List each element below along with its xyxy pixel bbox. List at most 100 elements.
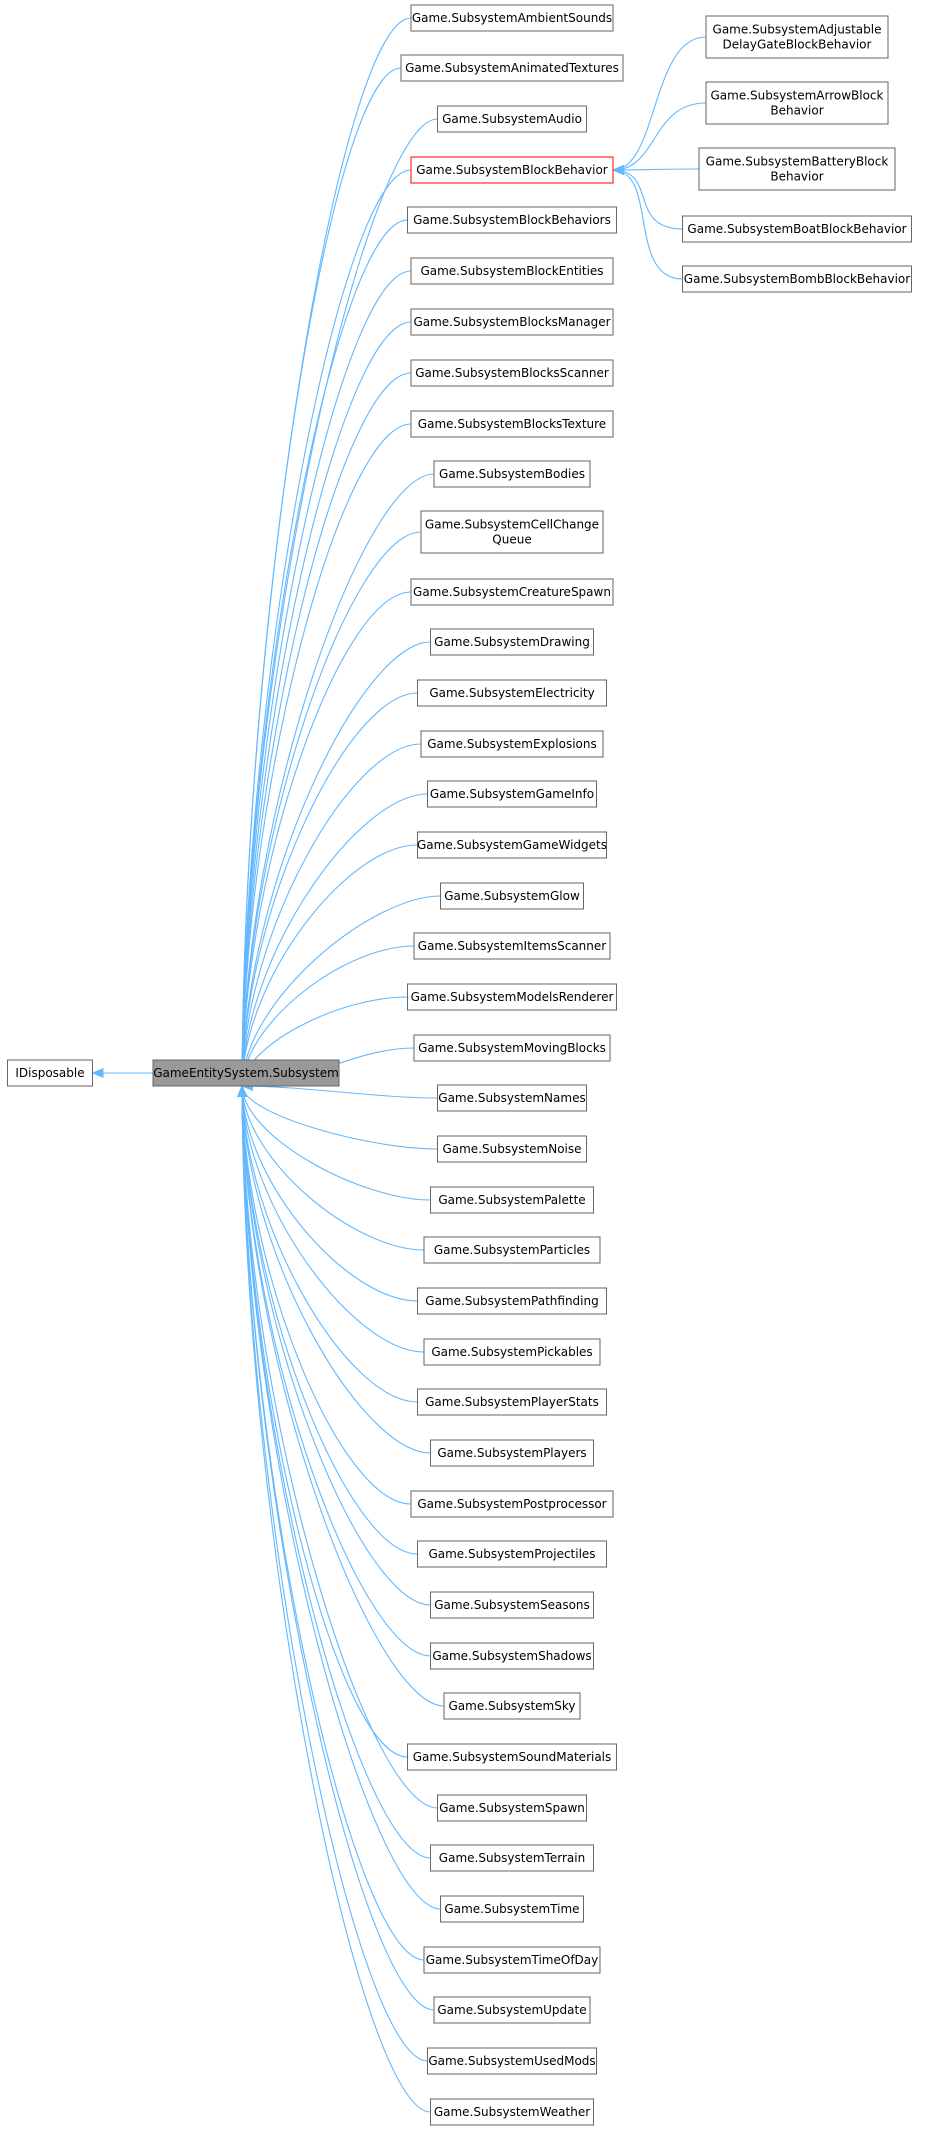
node-boat[interactable]: Game.SubsystemBoatBlockBehavior [682, 215, 912, 243]
edge-blocksmanager-to-subsystem [237, 321, 412, 1087]
node-label-names: Game.SubsystemNames [438, 1091, 585, 1105]
node-box-explosions [420, 730, 604, 758]
node-label-shadows: Game.SubsystemShadows [432, 1649, 591, 1663]
node-label-battery-line1: Game.SubsystemBatteryBlock [706, 155, 889, 169]
node-projectiles[interactable]: Game.SubsystemProjectiles [417, 1540, 607, 1568]
node-label-players: Game.SubsystemPlayers [437, 1446, 586, 1460]
node-explosions[interactable]: Game.SubsystemExplosions [420, 730, 604, 758]
node-playerstats[interactable]: Game.SubsystemPlayerStats [417, 1388, 607, 1416]
node-box-playerstats [417, 1388, 607, 1416]
node-box-blocksmanager [410, 308, 614, 336]
node-modelsrenderer[interactable]: Game.SubsystemModelsRenderer [407, 983, 617, 1011]
node-postprocessor[interactable]: Game.SubsystemPostprocessor [410, 1490, 614, 1518]
node-blockbehaviors[interactable]: Game.SubsystemBlockBehaviors [407, 206, 617, 234]
node-movingblocks[interactable]: Game.SubsystemMovingBlocks [413, 1034, 611, 1062]
node-blockbehavior[interactable]: Game.SubsystemBlockBehavior [410, 156, 614, 184]
node-itemsscanner[interactable]: Game.SubsystemItemsScanner [413, 932, 611, 960]
node-box-movingblocks [413, 1034, 611, 1062]
node-box-blockstexture [410, 410, 614, 438]
node-label-gamewidgets: Game.SubsystemGameWidgets [417, 838, 607, 852]
node-box-players [430, 1439, 594, 1467]
edge-creaturespawn-to-subsystem [237, 591, 412, 1087]
node-idisposable[interactable]: IDisposable [7, 1059, 93, 1087]
node-weather[interactable]: Game.SubsystemWeather [430, 2098, 594, 2126]
node-drawing[interactable]: Game.SubsystemDrawing [430, 628, 594, 656]
node-electricity[interactable]: Game.SubsystemElectricity [417, 679, 607, 707]
node-box-gameentitysystem-subsystem [152, 1059, 340, 1087]
node-blocksscanner[interactable]: Game.SubsystemBlocksScanner [410, 359, 614, 387]
node-label-gameinfo: Game.SubsystemGameInfo [430, 787, 594, 801]
node-seasons[interactable]: Game.SubsystemSeasons [430, 1591, 594, 1619]
node-terrain[interactable]: Game.SubsystemTerrain [430, 1844, 594, 1872]
node-adjustable[interactable]: Game.SubsystemAdjustableDelayGateBlockBe… [705, 15, 889, 59]
node-gameinfo[interactable]: Game.SubsystemGameInfo [427, 780, 597, 808]
node-box-adjustable [705, 15, 889, 59]
node-box-update [433, 1996, 591, 2024]
node-creaturespawn[interactable]: Game.SubsystemCreatureSpawn [410, 578, 614, 606]
node-animated[interactable]: Game.SubsystemAnimatedTextures [400, 54, 624, 82]
node-box-glow [440, 882, 584, 910]
node-names[interactable]: Game.SubsystemNames [437, 1084, 587, 1112]
edge-arrow-to-blockbehavior [612, 102, 707, 175]
node-box-sky [443, 1692, 581, 1720]
node-audio[interactable]: Game.SubsystemAudio [437, 105, 587, 133]
node-particles[interactable]: Game.SubsystemParticles [423, 1236, 601, 1264]
node-box-drawing [430, 628, 594, 656]
node-label-idisposable: IDisposable [15, 1066, 84, 1080]
node-blockentities[interactable]: Game.SubsystemBlockEntities [410, 257, 614, 285]
node-label-usedmods: Game.SubsystemUsedMods [428, 2054, 595, 2068]
node-bodies[interactable]: Game.SubsystemBodies [433, 460, 591, 488]
node-label-blockbehavior: Game.SubsystemBlockBehavior [416, 163, 608, 177]
node-blockstexture[interactable]: Game.SubsystemBlocksTexture [410, 410, 614, 438]
edge-timeofday-to-subsystem [237, 1085, 425, 1961]
node-update[interactable]: Game.SubsystemUpdate [433, 1996, 591, 2024]
node-label-movingblocks: Game.SubsystemMovingBlocks [418, 1041, 606, 1055]
node-box-battery [698, 147, 896, 191]
node-label-postprocessor: Game.SubsystemPostprocessor [417, 1497, 606, 1511]
node-sky[interactable]: Game.SubsystemSky [443, 1692, 581, 1720]
node-label-boat: Game.SubsystemBoatBlockBehavior [687, 222, 906, 236]
node-label-palette: Game.SubsystemPalette [438, 1193, 585, 1207]
node-pickables[interactable]: Game.SubsystemPickables [423, 1338, 601, 1366]
node-blocksmanager[interactable]: Game.SubsystemBlocksManager [410, 308, 614, 336]
node-spawn[interactable]: Game.SubsystemSpawn [437, 1794, 587, 1822]
node-palette[interactable]: Game.SubsystemPalette [430, 1186, 594, 1214]
node-gameentitysystem-subsystem[interactable]: GameEntitySystem.Subsystem [152, 1059, 340, 1087]
node-shadows[interactable]: Game.SubsystemShadows [430, 1642, 594, 1670]
node-bomb[interactable]: Game.SubsystemBombBlockBehavior [682, 265, 912, 293]
node-timeofday[interactable]: Game.SubsystemTimeOfDay [423, 1946, 601, 1974]
node-gamewidgets[interactable]: Game.SubsystemGameWidgets [417, 831, 607, 859]
node-label-battery-line2: Behavior [770, 170, 823, 184]
edge-adjustable-to-blockbehavior [612, 36, 707, 175]
node-label-projectiles: Game.SubsystemProjectiles [428, 1547, 595, 1561]
node-label-time: Game.SubsystemTime [444, 1902, 579, 1916]
edge-soundmaterials-to-subsystem [237, 1085, 408, 1758]
node-time[interactable]: Game.SubsystemTime [440, 1895, 584, 1923]
node-label-drawing: Game.SubsystemDrawing [434, 635, 590, 649]
node-label-audio: Game.SubsystemAudio [442, 112, 582, 126]
node-pathfinding[interactable]: Game.SubsystemPathfinding [417, 1287, 607, 1315]
edge-electricity-to-subsystem [237, 692, 418, 1087]
node-box-bomb [682, 265, 912, 293]
node-players[interactable]: Game.SubsystemPlayers [430, 1439, 594, 1467]
node-usedmods[interactable]: Game.SubsystemUsedMods [427, 2047, 597, 2075]
node-box-usedmods [427, 2047, 597, 2075]
node-label-blocksscanner: Game.SubsystemBlocksScanner [415, 366, 609, 380]
edge-playerstats-to-subsystem [237, 1085, 418, 1403]
node-label-timeofday: Game.SubsystemTimeOfDay [426, 1953, 599, 1967]
node-box-timeofday [423, 1946, 601, 1974]
node-glow[interactable]: Game.SubsystemGlow [440, 882, 584, 910]
edge-battery-to-blockbehavior [612, 164, 700, 175]
node-noise[interactable]: Game.SubsystemNoise [437, 1135, 587, 1163]
edge-shadows-to-subsystem [237, 1085, 431, 1657]
node-soundmaterials[interactable]: Game.SubsystemSoundMaterials [407, 1743, 617, 1771]
edge-palette-to-subsystem [237, 1085, 431, 1201]
edge-bomb-to-blockbehavior [612, 165, 683, 280]
edge-players-to-subsystem [237, 1085, 431, 1454]
edge-blockbehaviors-to-subsystem [237, 219, 408, 1087]
node-ambient[interactable]: Game.SubsystemAmbientSounds [410, 4, 614, 32]
node-label-arrow-line1: Game.SubsystemArrowBlock [711, 89, 884, 103]
